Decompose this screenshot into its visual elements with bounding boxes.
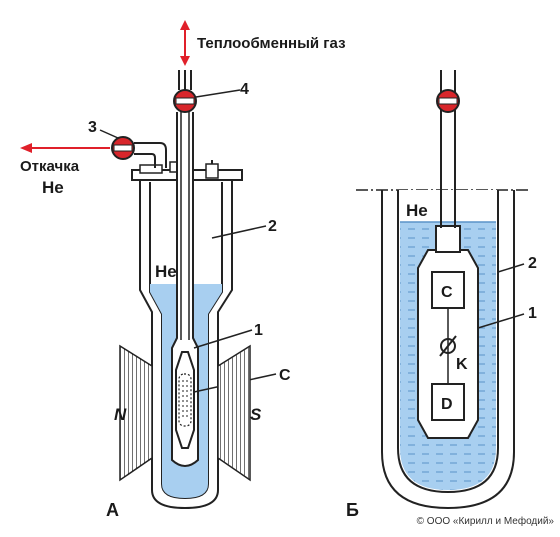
sample-d-box <box>431 383 465 421</box>
pumping-he-label: He <box>42 178 64 197</box>
label-1-b: 1 <box>528 305 537 322</box>
label-2-b: 2 <box>528 255 537 272</box>
leader-1-a <box>193 329 253 349</box>
panel-b-label: Б <box>346 500 359 520</box>
he-label-b: He <box>406 201 428 220</box>
leader-1-b <box>477 313 525 329</box>
label-4: 4 <box>240 81 249 98</box>
label-c-a: C <box>279 367 291 384</box>
leader-2-a <box>211 225 267 239</box>
he-label-a: He <box>155 262 177 281</box>
label-2-a: 2 <box>268 218 277 235</box>
valve-3-icon <box>111 136 135 160</box>
n-pole-label: N <box>114 405 127 424</box>
junction-k-icon <box>439 335 457 357</box>
sample-capsule-c <box>175 351 195 449</box>
magnet-s-icon <box>217 344 251 482</box>
valve-b-icon <box>436 89 460 113</box>
pumping-pipe <box>134 142 167 168</box>
exchange-gas-arrow-icon <box>180 20 190 66</box>
panel-b: C K D He 2 1 Б <box>346 70 537 520</box>
label-c-b: C <box>441 284 453 301</box>
copyright-text: © ООО «Кирилл и Мефодий» <box>417 515 555 527</box>
leader-2-b <box>497 263 525 273</box>
label-d-b: D <box>441 396 453 413</box>
pumping-label: Откачка <box>20 158 80 175</box>
exchange-gas-label: Теплообменный газ <box>197 35 346 52</box>
panel-a-label: А <box>106 500 119 520</box>
leader-4 <box>195 89 241 98</box>
label-k-b: K <box>456 356 468 373</box>
outer-dewar-b <box>381 190 515 510</box>
panel-a: Теплообменный газ <box>20 20 346 520</box>
s-pole-label: S <box>250 405 262 424</box>
leader-3 <box>99 129 119 139</box>
neck-b <box>435 225 461 253</box>
label-3: 3 <box>88 119 97 136</box>
label-1-a: 1 <box>254 322 263 339</box>
magnet-n-icon <box>119 344 153 482</box>
valve-4-icon <box>173 89 197 113</box>
pumping-arrow-icon <box>20 143 110 153</box>
